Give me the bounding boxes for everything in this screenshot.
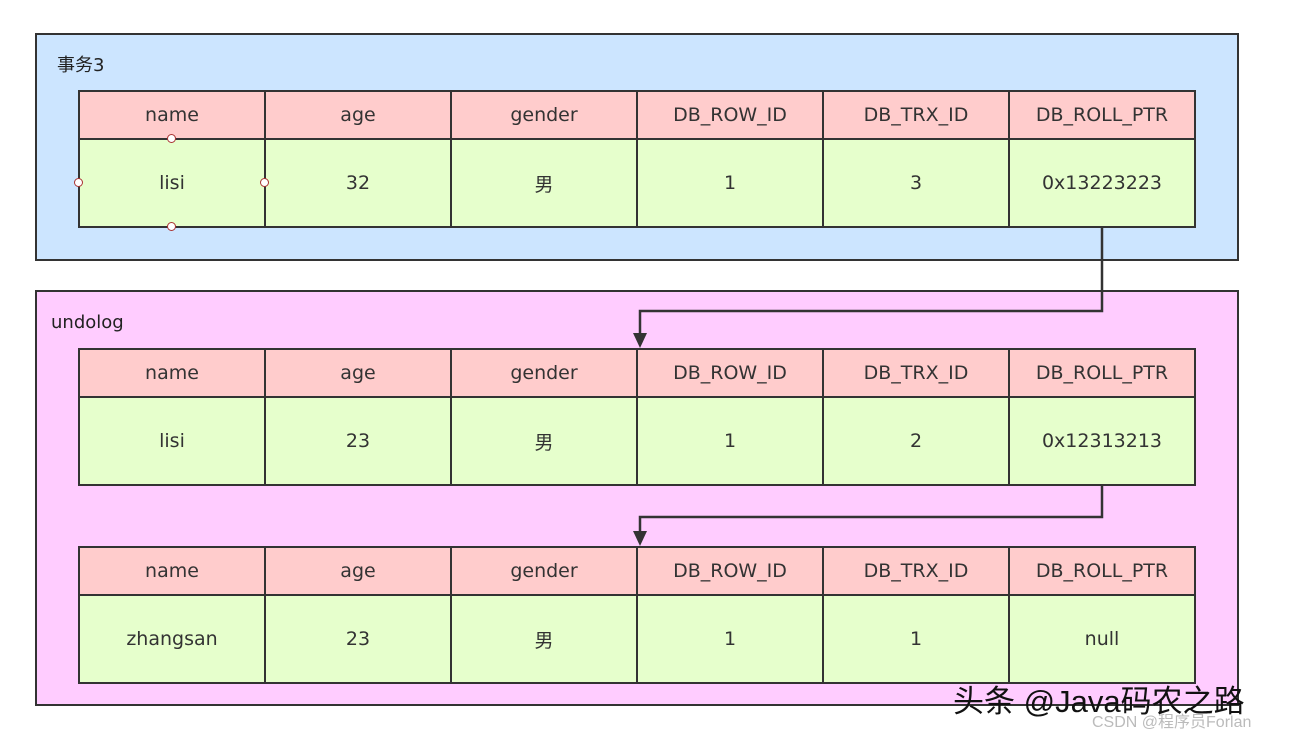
header-cell-db-roll-ptr: DB_ROLL_PTR [1008,548,1194,594]
selection-handle-left[interactable] [74,178,83,187]
cell-age: 32 [264,140,450,226]
cell-age: 23 [264,398,450,484]
table-row: lisi 23 男 1 2 0x12313213 [80,396,1194,484]
cell-gender: 男 [450,140,636,226]
table-header-row: name age gender DB_ROW_ID DB_TRX_ID DB_R… [80,548,1194,594]
header-cell-db-roll-ptr: DB_ROLL_PTR [1008,92,1194,138]
header-cell-name: name [80,92,264,138]
header-cell-db-row-id: DB_ROW_ID [636,350,822,396]
cell-db-roll-ptr: 0x13223223 [1008,140,1194,226]
header-cell-name: name [80,350,264,396]
table-row: lisi 32 男 1 3 0x13223223 [80,138,1194,226]
header-cell-db-trx-id: DB_TRX_ID [822,92,1008,138]
transaction-record-table[interactable]: name age gender DB_ROW_ID DB_TRX_ID DB_R… [78,90,1196,228]
selection-handle-top[interactable] [167,134,176,143]
header-cell-db-trx-id: DB_TRX_ID [822,548,1008,594]
watermark-csdn: CSDN @程序员Forlan [1092,714,1252,731]
selection-handle-bottom[interactable] [167,222,176,231]
undolog-title: undolog [51,312,124,333]
arrow-head-2 [633,531,647,546]
cell-db-roll-ptr: null [1008,596,1194,682]
cell-name: zhangsan [80,596,264,682]
table-header-row: name age gender DB_ROW_ID DB_TRX_ID DB_R… [80,92,1194,138]
transaction-3-title: 事务3 [57,55,105,76]
cell-age: 23 [264,596,450,682]
header-cell-db-trx-id: DB_TRX_ID [822,350,1008,396]
cell-db-trx-id: 3 [822,140,1008,226]
cell-name[interactable]: lisi [80,140,264,226]
cell-gender: 男 [450,596,636,682]
table-header-row: name age gender DB_ROW_ID DB_TRX_ID DB_R… [80,350,1194,396]
selection-handle-right[interactable] [260,178,269,187]
header-cell-gender: gender [450,350,636,396]
cell-db-row-id: 1 [636,398,822,484]
roll-ptr-connector-1[interactable] [638,228,1104,336]
header-cell-db-row-id: DB_ROW_ID [636,548,822,594]
cell-db-trx-id: 2 [822,398,1008,484]
header-cell-age: age [264,350,450,396]
cell-name: lisi [80,398,264,484]
undolog-record-table-2[interactable]: name age gender DB_ROW_ID DB_TRX_ID DB_R… [78,546,1196,684]
cell-db-trx-id: 1 [822,596,1008,682]
cell-gender: 男 [450,398,636,484]
header-cell-name: name [80,548,264,594]
arrow-head-1 [633,333,647,348]
cell-db-row-id: 1 [636,596,822,682]
cell-db-row-id: 1 [636,140,822,226]
header-cell-gender: gender [450,92,636,138]
roll-ptr-connector-2[interactable] [638,486,1104,534]
cell-db-roll-ptr: 0x12313213 [1008,398,1194,484]
watermark-toutiao: 头条 @Java码农之路 [953,684,1245,719]
header-cell-db-roll-ptr: DB_ROLL_PTR [1008,350,1194,396]
header-cell-gender: gender [450,548,636,594]
undolog-record-table-1[interactable]: name age gender DB_ROW_ID DB_TRX_ID DB_R… [78,348,1196,486]
header-cell-age: age [264,92,450,138]
header-cell-db-row-id: DB_ROW_ID [636,92,822,138]
table-row: zhangsan 23 男 1 1 null [80,594,1194,682]
header-cell-age: age [264,548,450,594]
